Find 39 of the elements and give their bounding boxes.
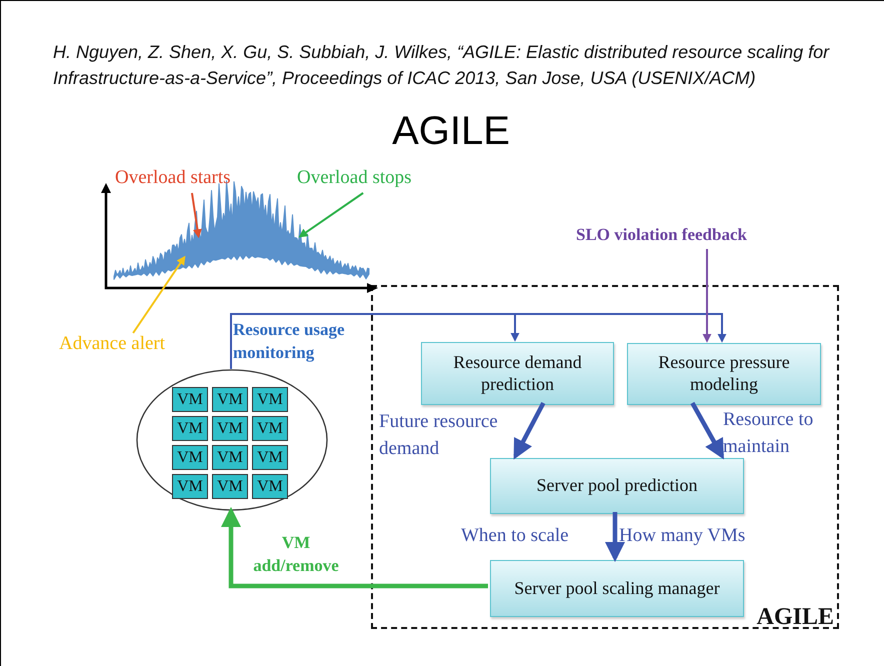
annotation-text: Advance alert — [59, 333, 191, 357]
vm-box: VM — [252, 445, 288, 470]
edge-label: Resource usage monitoring — [233, 319, 346, 364]
edge-label: VM add/remove — [252, 532, 340, 577]
arrow — [604, 512, 626, 562]
edge-label: Future resource demand — [379, 410, 499, 461]
arrow — [690, 402, 724, 460]
diagram-title: AGILE — [391, 109, 511, 154]
citation-text: H. Nguyen, Z. Shen, X. Gu, S. Subbiah, J. Wilkes, “AGILE: Elastic distributed resource scaling for Infrastructure-as-a-Service”, Proceedings of ICAC 2013, San Jose, USA (USENIX/ACM) — [53, 41, 831, 90]
process-box: Resource demand prediction — [421, 342, 614, 405]
annotation-text: How many VMs — [619, 524, 746, 548]
leader-arrow — [298, 192, 364, 238]
boundary-label: AGILE — [756, 604, 834, 631]
vm-box: VM — [212, 416, 248, 441]
vm-box: VM — [172, 474, 208, 499]
vm-box: VM — [212, 474, 248, 499]
vm-box: VM — [212, 387, 248, 412]
edge-label: Resource to maintain — [723, 408, 814, 459]
process-box: Server pool prediction — [490, 458, 744, 514]
arrow — [702, 249, 712, 343]
vm-box: VM — [172, 445, 208, 470]
vm-box: VM — [252, 387, 288, 412]
vm-box: VM — [252, 416, 288, 441]
cluster-ellipse — [136, 369, 328, 511]
annotation-text: Overload starts — [115, 167, 265, 193]
annotation-text: Overload stops — [297, 167, 467, 193]
vm-box: VM — [252, 474, 288, 499]
annotation-text: SLO violation feedback — [576, 225, 791, 249]
arrow — [220, 506, 488, 588]
system-boundary — [371, 285, 839, 629]
leader-arrow — [190, 192, 202, 238]
process-box: Server pool scaling manager — [490, 560, 744, 617]
vm-box: VM — [212, 445, 248, 470]
leader-arrow — [132, 256, 186, 334]
edge-label: When to scale — [461, 524, 570, 548]
vm-box: VM — [172, 416, 208, 441]
arrow — [514, 402, 546, 460]
process-box: Resource pressure modeling — [627, 343, 821, 405]
vm-box: VM — [172, 387, 208, 412]
